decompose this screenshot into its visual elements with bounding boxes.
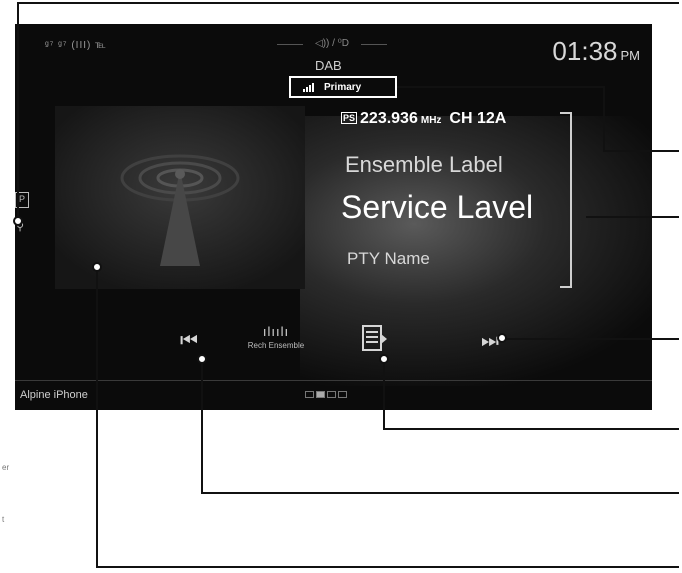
callout-line bbox=[603, 150, 679, 152]
info-bracket bbox=[560, 112, 572, 288]
page-indicator[interactable] bbox=[305, 391, 347, 398]
background-glow bbox=[300, 116, 652, 386]
callout-dot bbox=[379, 354, 389, 364]
audio-status-icons: ◁)) / ⁰D bbox=[277, 38, 387, 49]
margin-note: t bbox=[2, 515, 5, 524]
callout-line bbox=[505, 338, 679, 340]
status-icons: ᵍ⁷ ᵍ⁷ (III) ℡ bbox=[45, 40, 107, 51]
callout-line bbox=[603, 86, 605, 152]
margin-note: er bbox=[2, 463, 10, 472]
callout-dot bbox=[92, 262, 102, 272]
previous-button[interactable]: ⏮ bbox=[180, 330, 198, 352]
callout-line bbox=[397, 86, 603, 88]
list-button[interactable] bbox=[361, 324, 387, 354]
signal-primary-indicator: Primary bbox=[289, 76, 397, 98]
rech-ensemble-icon: ılıılı bbox=[262, 324, 290, 339]
clock-ampm: PM bbox=[620, 48, 641, 63]
callout-line bbox=[96, 566, 679, 568]
rech-ensemble-label: Rech Ensemble bbox=[247, 341, 305, 350]
ps-icon: PS bbox=[341, 112, 358, 124]
bottom-bar: Alpine iPhone bbox=[15, 380, 652, 410]
frequency-unit: MHz bbox=[420, 115, 442, 126]
callout-line bbox=[586, 216, 679, 218]
channel-label: CH 12A bbox=[449, 110, 507, 127]
callout-line bbox=[17, 2, 19, 224]
service-label: Service Lavel bbox=[341, 189, 534, 225]
clock-time: 01:38 bbox=[552, 36, 618, 66]
source-label: DAB bbox=[315, 58, 342, 73]
callout-line bbox=[96, 268, 98, 568]
callout-line bbox=[383, 428, 679, 430]
callout-line bbox=[201, 492, 679, 494]
callout-line bbox=[17, 2, 679, 4]
callout-dot bbox=[13, 216, 23, 226]
callout-dot bbox=[497, 333, 507, 343]
list-icon bbox=[362, 325, 387, 351]
signal-strength-icon bbox=[303, 82, 314, 92]
callout-line bbox=[201, 360, 203, 494]
ensemble-label: Ensemble Label bbox=[345, 152, 503, 177]
pty-name: PTY Name bbox=[347, 249, 430, 268]
frequency-value: 223.936 bbox=[360, 110, 418, 127]
signal-label: Primary bbox=[324, 81, 362, 93]
search-icon[interactable]: ⚲ bbox=[16, 221, 25, 233]
callout-line bbox=[383, 360, 385, 430]
station-artwork[interactable] bbox=[55, 106, 305, 289]
callout-dot bbox=[197, 354, 207, 364]
next-button[interactable]: ⏭ bbox=[481, 330, 499, 352]
antenna-icon bbox=[55, 106, 305, 289]
device-name: Alpine iPhone bbox=[20, 389, 88, 401]
rech-ensemble-button[interactable]: ılıılı Rech Ensemble bbox=[241, 324, 311, 350]
preset-button[interactable]: P bbox=[15, 192, 29, 208]
